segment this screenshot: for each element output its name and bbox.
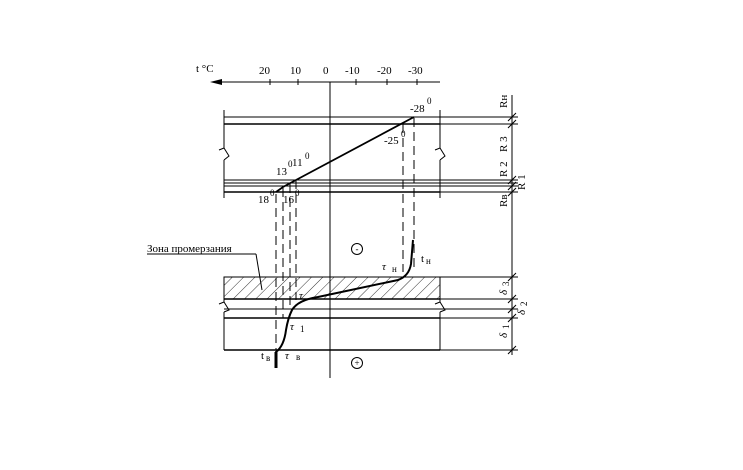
thickness-label-d1: δ bbox=[498, 332, 510, 338]
label-tau: τ bbox=[299, 290, 304, 302]
temperature-curve-lower bbox=[275, 239, 414, 366]
break-mark bbox=[434, 301, 446, 313]
freezing-zone-hatch bbox=[223, 276, 441, 300]
label-t-inside: t bbox=[261, 350, 264, 362]
tick-label: 10 bbox=[290, 65, 302, 77]
temp-label-11: 11 bbox=[292, 157, 303, 169]
lower-wall-section bbox=[218, 277, 446, 351]
degree-mark: 0 bbox=[401, 129, 406, 139]
thickness-label-d3-sub: 3 bbox=[501, 281, 511, 286]
axis-arrow bbox=[210, 79, 222, 85]
break-mark bbox=[218, 147, 230, 161]
thickness-label-d3: δ bbox=[498, 289, 510, 295]
resistance-label-rn: Rн bbox=[498, 95, 510, 108]
temp-label-minus25: -25 bbox=[384, 135, 399, 147]
temperature-line-upper bbox=[275, 116, 415, 193]
freezing-zone-label: Зона промерзания bbox=[147, 243, 232, 255]
dimension-line bbox=[440, 95, 518, 355]
tick-label: -10 bbox=[345, 65, 360, 77]
thickness-label-d1-sub: 1 bbox=[501, 325, 511, 330]
plus-sign-circle bbox=[351, 357, 363, 369]
minus-sign-circle bbox=[351, 243, 363, 255]
temp-label-minus28: -28 bbox=[410, 103, 425, 115]
break-mark bbox=[434, 147, 446, 161]
thickness-label-d2-sub: 2 bbox=[519, 302, 529, 307]
label-tau-inside-sub: в bbox=[296, 352, 300, 362]
temperature-axis bbox=[210, 79, 440, 85]
break-mark bbox=[218, 301, 230, 313]
tick-label: 0 bbox=[323, 65, 329, 77]
degree-mark: 0 bbox=[305, 151, 310, 161]
axis-label: t °C bbox=[196, 63, 214, 75]
label-tau-outside-sub: н bbox=[392, 264, 397, 274]
label-tau-inside: τ bbox=[285, 350, 290, 362]
minus-sign: - bbox=[356, 244, 359, 254]
tick-label: 20 bbox=[259, 65, 271, 77]
projection-lines bbox=[275, 118, 415, 350]
degree-mark: 0 bbox=[270, 188, 275, 198]
resistance-label-r1: R 1 bbox=[516, 174, 528, 190]
thickness-label-d2: δ bbox=[516, 309, 528, 315]
plus-sign: + bbox=[354, 358, 359, 368]
degree-mark: 0 bbox=[427, 96, 432, 106]
label-t-outside-sub: н bbox=[426, 256, 431, 266]
upper-wall-section bbox=[218, 110, 446, 198]
temp-label-16: 16 bbox=[283, 194, 295, 206]
label-t-inside-sub: в bbox=[266, 353, 270, 363]
label-tau-outside: τ bbox=[382, 261, 387, 273]
freezing-zone-leader bbox=[255, 253, 263, 291]
tick-label: -30 bbox=[408, 65, 423, 77]
degree-mark: 0 bbox=[288, 159, 293, 169]
tick-label: -20 bbox=[377, 65, 392, 77]
temp-label-13: 13 bbox=[276, 166, 288, 178]
label-t-outside: t bbox=[421, 253, 424, 265]
resistance-label-rv: Rв bbox=[498, 194, 510, 207]
resistance-label-r3: R 3 bbox=[498, 136, 510, 152]
degree-mark: 0 bbox=[295, 188, 300, 198]
label-tau-1: τ bbox=[290, 321, 295, 333]
resistance-label-r2: R 2 bbox=[498, 161, 510, 177]
temp-label-18: 18 bbox=[258, 194, 270, 206]
label-tau-1-sub: 1 bbox=[300, 324, 305, 334]
